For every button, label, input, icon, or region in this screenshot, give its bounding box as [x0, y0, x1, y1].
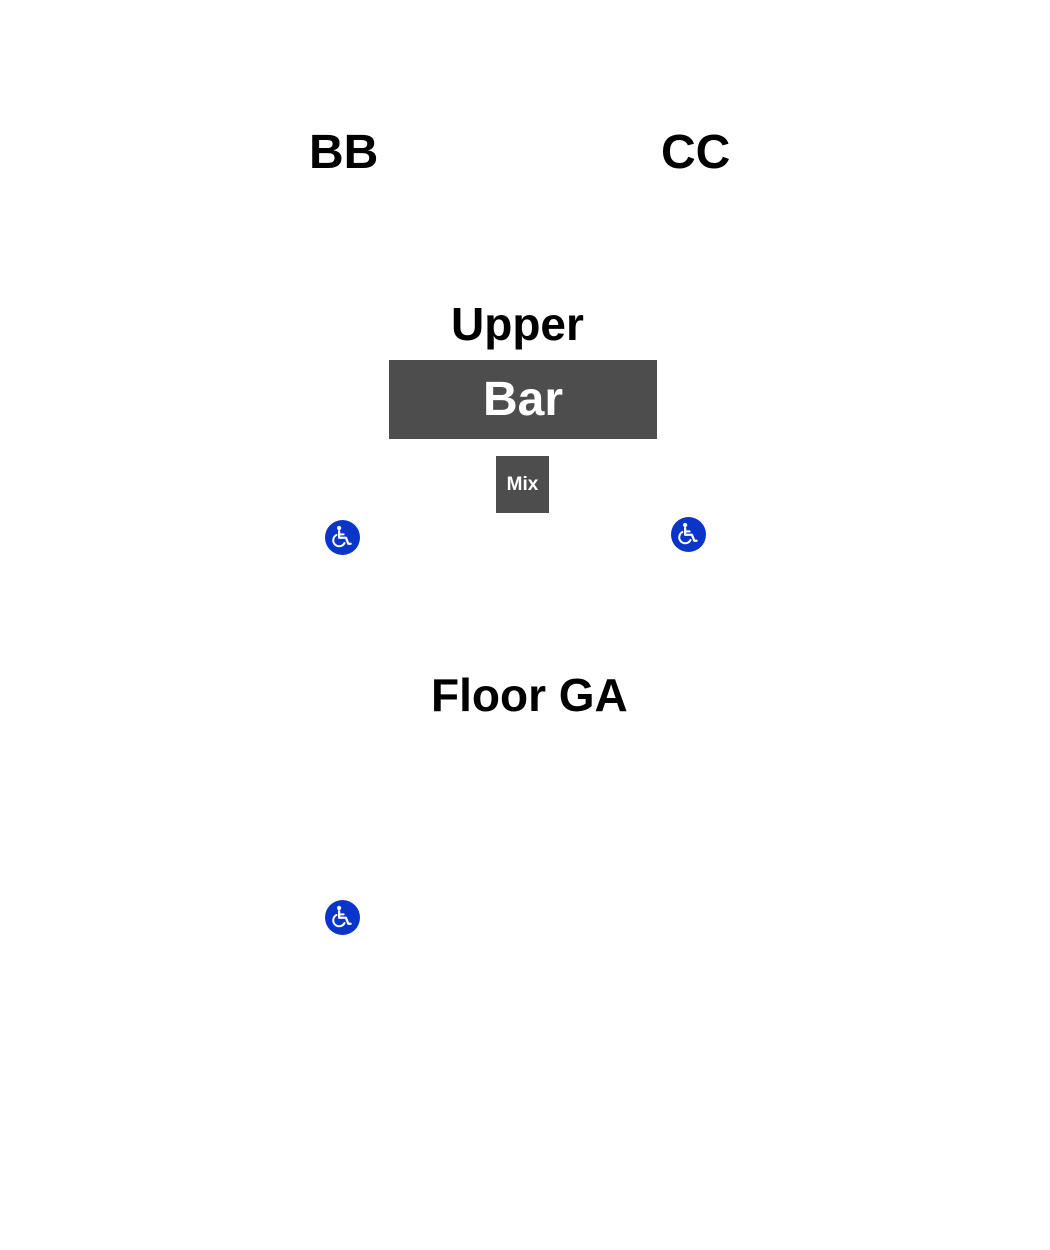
- section-bb[interactable]: BB: [309, 126, 379, 179]
- wheelchair-icon[interactable]: [325, 900, 360, 935]
- mix-position: Mix: [496, 456, 549, 513]
- section-cc[interactable]: CC: [661, 126, 731, 179]
- section-floor-ga[interactable]: Floor GA: [431, 669, 628, 721]
- mix-label: Mix: [506, 474, 539, 495]
- bar-label: Bar: [482, 372, 564, 426]
- bar-area: Bar: [389, 360, 657, 439]
- wheelchair-icon[interactable]: [325, 520, 360, 555]
- wheelchair-icon[interactable]: [671, 517, 706, 552]
- section-upper[interactable]: Upper: [451, 298, 584, 350]
